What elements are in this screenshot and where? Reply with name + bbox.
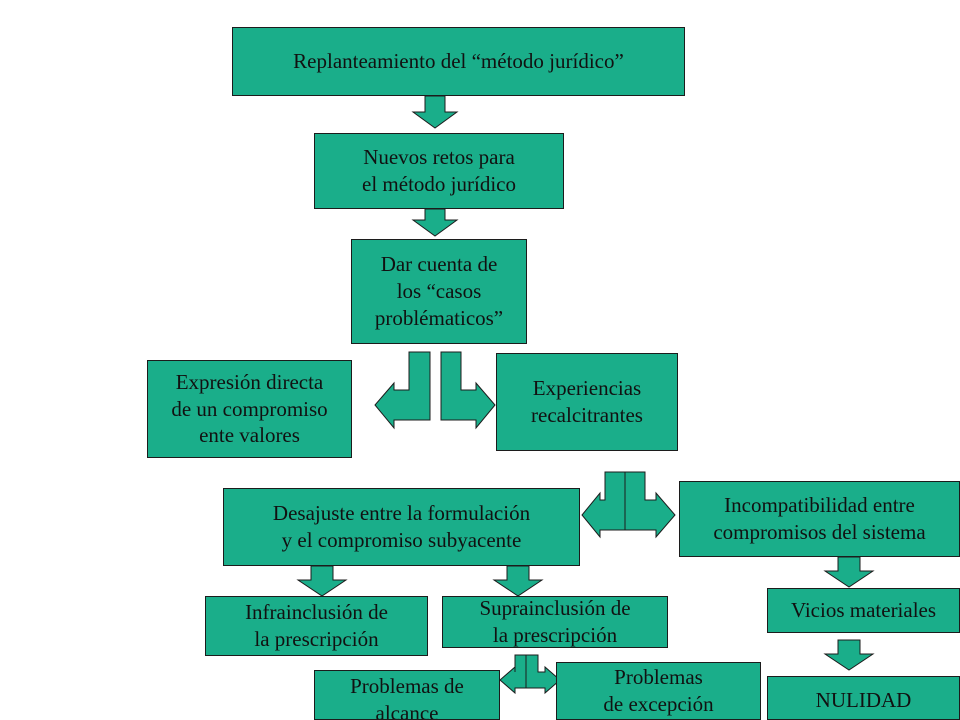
node-experiencias: Experiencias recalcitrantes [496,353,678,451]
bent-arrow-right-3 [525,654,561,695]
bent-arrow-left-3 [499,654,527,695]
bent-arrow-left-2 [581,471,626,539]
node-incompatibilidad: Incompatibilidad entre compromisos del s… [679,481,960,557]
arrow-down-3 [296,565,348,597]
bent-arrow-right-2 [624,471,676,539]
node-desajuste: Desajuste entre la formulación y el comp… [223,488,580,566]
node-nulidad: NULIDAD [767,676,960,720]
node-dar-cuenta: Dar cuenta de los “casos problématicos” [351,239,527,344]
node-nuevos-retos: Nuevos retos para el método jurídico [314,133,564,209]
arrow-down-2 [411,208,459,237]
arrow-down-4 [492,565,544,597]
node-problemas-excepcion: Problemas de excepción [556,662,761,720]
arrow-down-1 [411,95,459,129]
node-vicios-materiales: Vicios materiales [767,588,960,633]
node-problemas-alcance: Problemas de alcance [314,670,500,720]
arrow-down-5 [823,556,875,588]
node-expresion-directa: Expresión directa de un compromiso ente … [147,360,352,458]
node-infrainclusion: Infrainclusión de la prescripción [205,596,428,656]
arrow-down-6 [823,639,875,671]
bent-arrow-left-1 [374,351,431,430]
node-suprainclusion: Suprainclusión de la prescripción [442,596,668,648]
bent-arrow-right-1 [440,351,496,430]
node-replanteamiento: Replanteamiento del “método jurídico” [232,27,685,96]
